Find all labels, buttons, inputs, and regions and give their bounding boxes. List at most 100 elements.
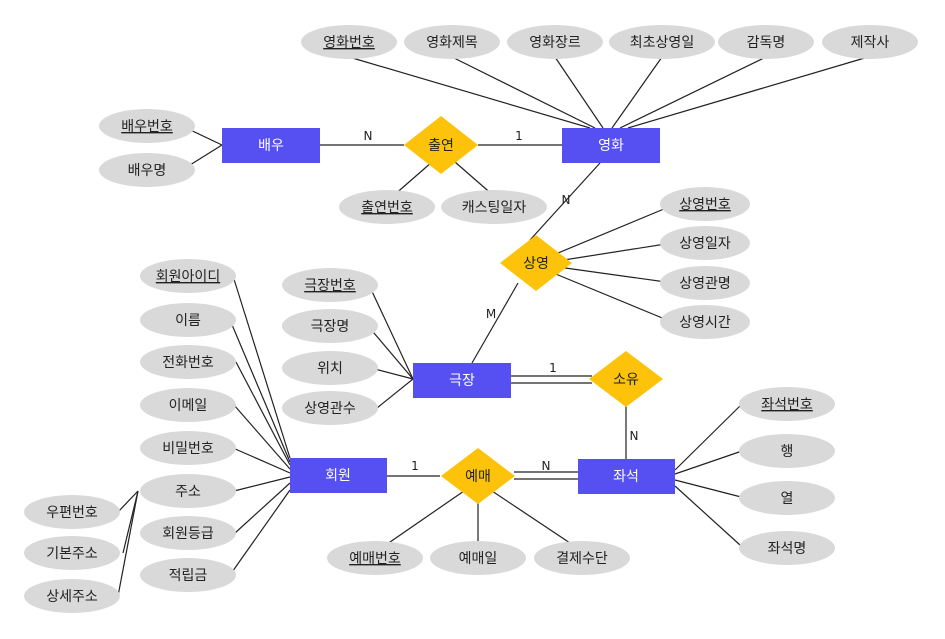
attr-movie-director-label: 감독명 (747, 35, 786, 51)
entity-member: 회원 (290, 458, 387, 493)
attr-seat-row-label: 행 (781, 444, 794, 460)
attr-seat-row: 행 (739, 434, 835, 468)
attr-member-phone: 전화번호 (140, 345, 236, 379)
attr-actor-name: 배우명 (99, 153, 195, 187)
attr-reserve-no: 예매번호 (327, 541, 423, 575)
relationship-own: 소유 (589, 351, 663, 407)
attr-movie-title: 영화제목 (404, 25, 500, 59)
attr-movie-title-label: 영화제목 (426, 35, 478, 51)
attr-seat-name: 좌석명 (739, 531, 835, 565)
attr-addr-zip: 우편번호 (24, 495, 120, 529)
attr-addr-base: 기본주소 (24, 536, 120, 570)
cardinality-actor-appear: N (364, 129, 373, 143)
attr-member-points-label: 적립금 (169, 568, 208, 584)
attr-casting-date-label: 캐스팅일자 (462, 200, 527, 216)
attr-seat-no-label: 좌석번호 (761, 397, 813, 413)
attr-reserve-date-label: 예매일 (459, 551, 498, 567)
attr-seat-col-label: 열 (781, 491, 794, 507)
attr-actor-no: 배우번호 (99, 109, 195, 143)
entity-theater-label: 극장 (449, 373, 475, 389)
entity-movie: 영화 (562, 128, 660, 163)
attr-theater-location-label: 위치 (317, 361, 343, 377)
attr-movie-first-date-label: 최초상영일 (630, 35, 694, 51)
attr-theater-halls-label: 상영관수 (304, 401, 356, 417)
attr-screen-no-label: 상영번호 (679, 197, 731, 213)
attr-seat-col: 열 (739, 481, 835, 515)
entity-theater: 극장 (413, 363, 511, 398)
attr-member-id: 회원아이디 (140, 259, 236, 293)
relationship-reserve-label: 예매 (465, 469, 491, 485)
attr-reserve-no-label: 예매번호 (349, 551, 401, 567)
attr-seat-no: 좌석번호 (739, 387, 835, 421)
attr-member-email-label: 이메일 (169, 398, 208, 414)
attr-screen-hall-label: 상영관명 (679, 276, 731, 292)
attr-movie-first-date: 최초상영일 (609, 25, 715, 59)
cardinality-theater-own: 1 (549, 361, 557, 375)
entity-seat: 좌석 (578, 459, 675, 494)
relationship-appear-label: 출연 (428, 138, 454, 154)
cardinality-reserve-seat: N (542, 459, 551, 473)
attr-payment-method-label: 결제수단 (556, 551, 608, 567)
attr-appear-no-label: 출연번호 (361, 200, 413, 216)
entity-actor-label: 배우 (258, 138, 284, 154)
attr-movie-genre-label: 영화장르 (529, 35, 581, 51)
attr-theater-location: 위치 (282, 351, 378, 385)
attr-actor-no-label: 배우번호 (121, 119, 173, 135)
attr-theater-name: 극장명 (282, 309, 378, 343)
entity-seat-label: 좌석 (613, 469, 639, 485)
attr-addr-detail-label: 상세주소 (46, 589, 98, 605)
attr-screen-hall: 상영관명 (660, 266, 750, 300)
attr-movie-no-label: 영화번호 (323, 35, 375, 51)
relationship-screening-label: 상영 (523, 256, 549, 272)
relationship-screening: 상영 (500, 235, 572, 291)
cardinality-theater-screening: M (486, 307, 496, 321)
attr-member-id-label: 회원아이디 (156, 269, 220, 285)
attr-theater-no: 극장번호 (282, 268, 378, 302)
attr-screen-date-label: 상영일자 (679, 236, 731, 252)
attr-theater-halls: 상영관수 (282, 391, 378, 425)
attr-screen-time: 상영시간 (660, 305, 750, 339)
attr-screen-no: 상영번호 (660, 187, 750, 221)
attr-screen-date: 상영일자 (660, 226, 750, 260)
attr-theater-no-label: 극장번호 (304, 278, 356, 294)
attr-member-grade: 회원등급 (140, 516, 236, 550)
entity-member-label: 회원 (325, 468, 351, 484)
attr-member-name-label: 이름 (175, 313, 201, 329)
attr-addr-base-label: 기본주소 (46, 546, 98, 562)
entity-movie-label: 영화 (598, 138, 624, 154)
cardinality-own-seat: N (630, 429, 639, 443)
attr-addr-zip-label: 우편번호 (46, 505, 98, 521)
attr-casting-date: 캐스팅일자 (441, 190, 547, 224)
attr-member-password-label: 비밀번호 (162, 441, 214, 457)
attr-theater-name-label: 극장명 (311, 319, 350, 335)
attr-movie-no: 영화번호 (301, 25, 397, 59)
attr-member-name: 이름 (140, 303, 236, 337)
attr-addr-detail: 상세주소 (24, 579, 120, 613)
attr-member-phone-label: 전화번호 (162, 355, 214, 371)
attr-actor-name-label: 배우명 (128, 163, 167, 179)
attr-screen-time-label: 상영시간 (679, 315, 731, 331)
attr-movie-director: 감독명 (718, 25, 814, 59)
attr-reserve-date: 예매일 (430, 541, 526, 575)
cardinality-movie-screening: N (562, 193, 571, 207)
attr-member-points: 적립금 (140, 558, 236, 592)
attr-movie-company-label: 제작사 (851, 35, 890, 51)
attr-movie-company: 제작사 (822, 25, 918, 59)
connector-lines (117, 56, 869, 597)
attr-appear-no: 출연번호 (339, 190, 435, 224)
attr-member-address: 주소 (140, 474, 236, 508)
attr-payment-method: 결제수단 (534, 541, 630, 575)
attr-movie-genre: 영화장르 (507, 25, 603, 59)
relationship-reserve: 예매 (441, 448, 515, 504)
attr-member-grade-label: 회원등급 (162, 526, 214, 542)
relationship-appear: 출연 (404, 116, 478, 174)
cardinality-appear-movie: 1 (515, 129, 523, 143)
attr-member-password: 비밀번호 (140, 431, 236, 465)
cardinality-member-reserve: 1 (411, 459, 419, 473)
relationship-own-label: 소유 (613, 372, 639, 388)
attr-seat-name-label: 좌석명 (768, 541, 807, 557)
attr-member-email: 이메일 (140, 388, 236, 422)
entity-actor: 배우 (222, 128, 320, 163)
